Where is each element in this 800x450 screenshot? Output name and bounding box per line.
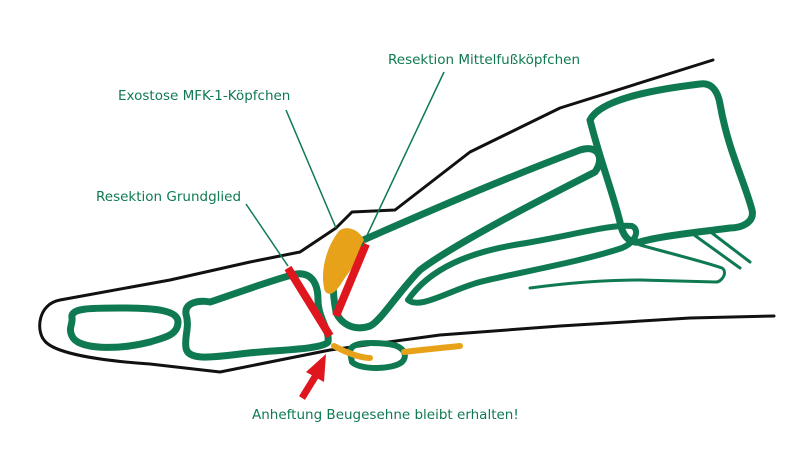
flexor-tendon-arrow [299,354,326,400]
flexor-tendon [331,343,463,361]
resection-line-mittelfusskoepfchen [332,242,370,318]
label-resektion-grundglied: Resektion Grundglied [96,189,242,205]
exostosis-area [323,228,463,361]
resection-line-grundglied [284,265,334,339]
label-resektion-mittelfusskoepfchen: Resektion Mittelfußköpfchen [388,52,580,68]
arrow-head [306,354,326,382]
leader-exostose [285,109,337,229]
exostosis-mfk1-head [323,228,366,294]
bones [66,80,756,371]
medial-cuneiform [586,80,756,246]
leader-lines [245,71,445,267]
second-metatarsal [405,222,640,306]
resection-lines [284,242,370,339]
label-beugesehne: Anheftung Beugesehne bleibt erhalten! [252,407,519,423]
proximal-phalanx [182,270,332,361]
leader-resektion-mfk [361,71,445,247]
lateral-metatarsal-line-3 [706,228,752,264]
label-exostose: Exostose MFK-1-Köpfchen [118,88,291,104]
distal-phalanx [66,304,182,351]
leader-grundglied [245,203,289,267]
lateral-metatarsal-line-2 [528,243,726,290]
foot-skin-outline [38,58,776,374]
foot-dorsal-outline [38,58,776,374]
lateral-metatarsal-line-1 [688,230,742,270]
